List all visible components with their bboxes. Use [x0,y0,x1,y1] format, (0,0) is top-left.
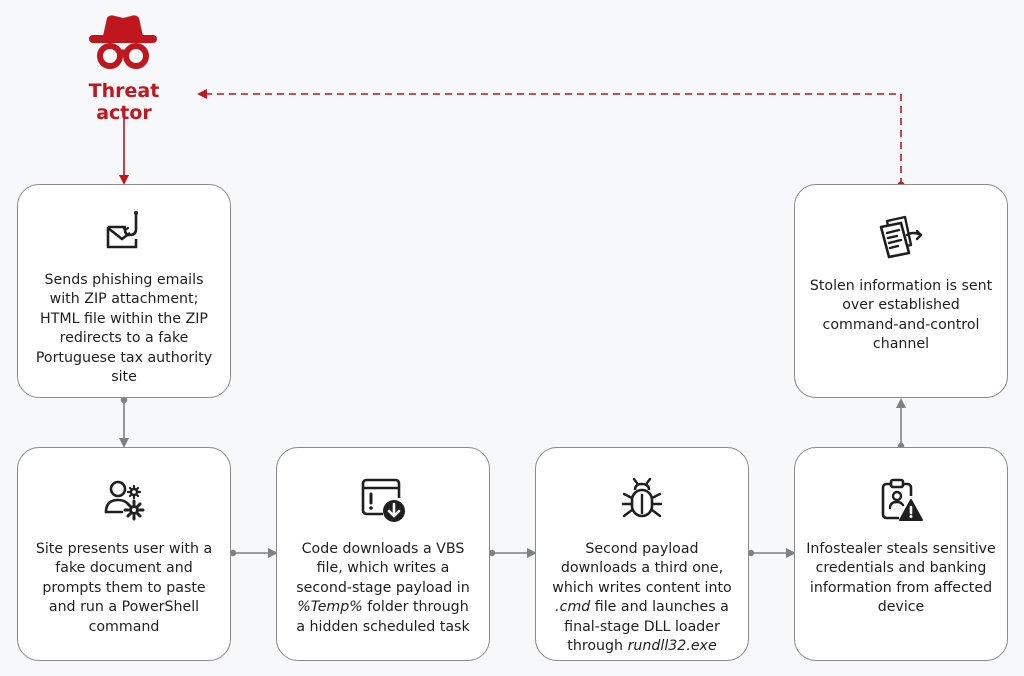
step-site-line: prompts them to paste [42,579,206,596]
step-exfil-line: channel [872,336,930,353]
rundll-text: rundll32.exe [627,638,717,655]
step-second-line: downloads a third one, [560,560,724,577]
phishing-connector-dot [120,396,128,404]
temp-folder-text: %Temp% [297,599,363,616]
step-site-line: Site presents user with a [35,541,213,557]
step-vbs-box: Code downloads a VBS file, which writes … [276,447,490,661]
step-vbs-line: Code downloads a VBS [301,541,465,557]
step-second-line-suffix: file and launches a [590,599,729,616]
step-site-line: command [88,618,160,635]
site-connector-dot [229,549,237,557]
step-second-line: .cmd file and launches a [546,598,738,617]
step-site-line: and run a PowerShell [48,599,200,616]
step-phishing-line: with ZIP attachment; [49,291,199,308]
step-phishing-line: site [111,369,137,386]
step-exfil-line: over established [842,297,960,314]
phishing-email-icon [100,209,148,257]
step-vbs-line: second-stage payload in [296,579,470,596]
step-infostealer-box: Infostealer steals sensitive credentials… [794,447,1008,661]
vbs-connector-dot [488,549,496,557]
window-download-icon [359,476,407,524]
step-vbs-line-suffix: folder through [362,599,469,616]
step-second-line: through rundll32.exe [546,637,738,656]
second-connector-dot [747,549,755,557]
step-exfil-line: command-and-control [822,316,980,333]
threat-actor-label: Threat actor [88,80,160,124]
through-text: through [567,638,628,655]
step-vbs-line: %Temp% folder through [287,598,479,617]
cmd-file-text: .cmd [555,599,591,616]
step-second-payload-box: Second payload downloads a third one, wh… [535,447,749,661]
step-second-line: final-stage DLL loader [564,618,720,635]
step-vbs-line: file, which writes a [316,560,450,577]
step-exfil-line: Stolen information is sent [809,278,993,294]
user-gear-icon [100,476,148,524]
step-infostealer-line: credentials and banking [815,560,987,577]
step-second-line: which writes content into [552,579,732,596]
step-phishing-line: redirects to a fake [59,330,189,347]
step-exfil-box: Stolen information is sent over establis… [794,184,1008,398]
step-site-line: fake document and [55,560,193,577]
spy-icon [85,12,161,72]
step-phishing-line: Sends phishing emails [44,272,204,288]
bug-icon [618,476,666,524]
clipboard-warning-icon [877,476,925,524]
step-infostealer-line: Infostealer steals sensitive [806,541,996,557]
step-phishing-line: Portuguese tax authority [35,349,213,366]
step-second-line: Second payload [585,541,699,557]
step-phishing-line: HTML file within the ZIP [40,310,208,327]
documents-sent-icon [877,213,925,261]
step-infostealer-line: information from affected [809,579,993,596]
step-infostealer-line: device [877,599,925,616]
step-site-box: Site presents user with a fake document … [17,447,231,661]
step-vbs-line: a hidden scheduled task [296,618,470,635]
arrow-exfil-to-actor [197,89,902,185]
step-phishing-box: Sends phishing emails with ZIP attachmen… [17,184,231,398]
